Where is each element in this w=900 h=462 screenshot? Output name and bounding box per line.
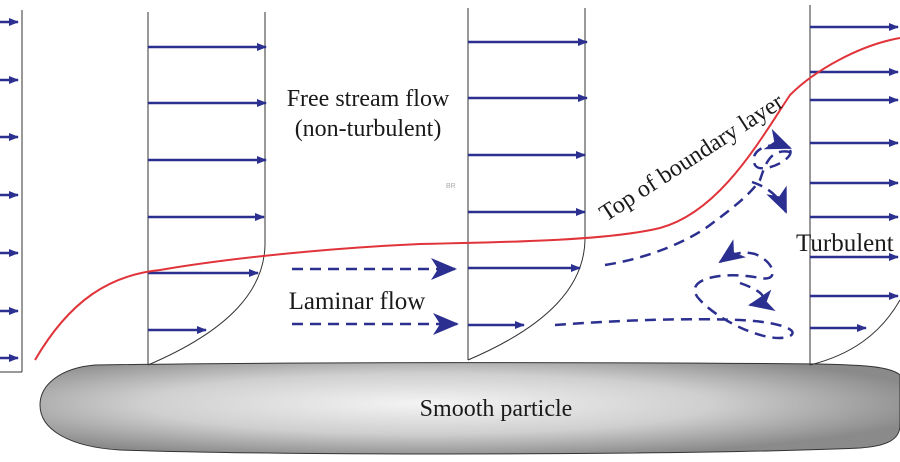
velocity-profile-2 [147,12,267,366]
velocity-profile-1 [0,10,23,373]
free-stream-label-line1: Free stream flow [287,86,450,112]
smooth-particle: Smooth particle [39,362,900,455]
eddy-arrow [554,239,794,340]
free-stream-label-line2: (non-turbulent) [295,116,442,142]
top-boundary-label: Top of boundary layer [595,89,788,227]
eddy-arrow [739,281,776,312]
particle-label: Smooth particle [420,396,573,422]
turbulent-label: Turbulent [796,230,894,257]
eddy-arrow [752,128,792,170]
small-mark: BR [446,183,456,190]
velocity-profile-3 [467,8,588,361]
boundary-layer-line [34,37,900,361]
eddy-arrow [751,180,788,214]
eddy-path-upper [604,150,791,267]
velocity-profile-4 [809,5,900,366]
turbulent-eddies [554,128,794,340]
laminar-flow-label: Laminar flow [289,288,426,315]
laminar-flow-arrows [292,258,459,335]
